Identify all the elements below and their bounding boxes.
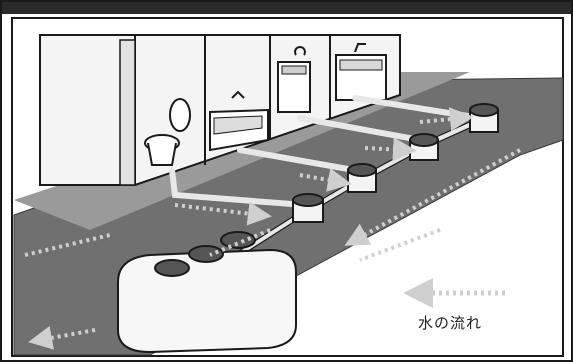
legend-label: 水の流れ — [418, 312, 482, 333]
